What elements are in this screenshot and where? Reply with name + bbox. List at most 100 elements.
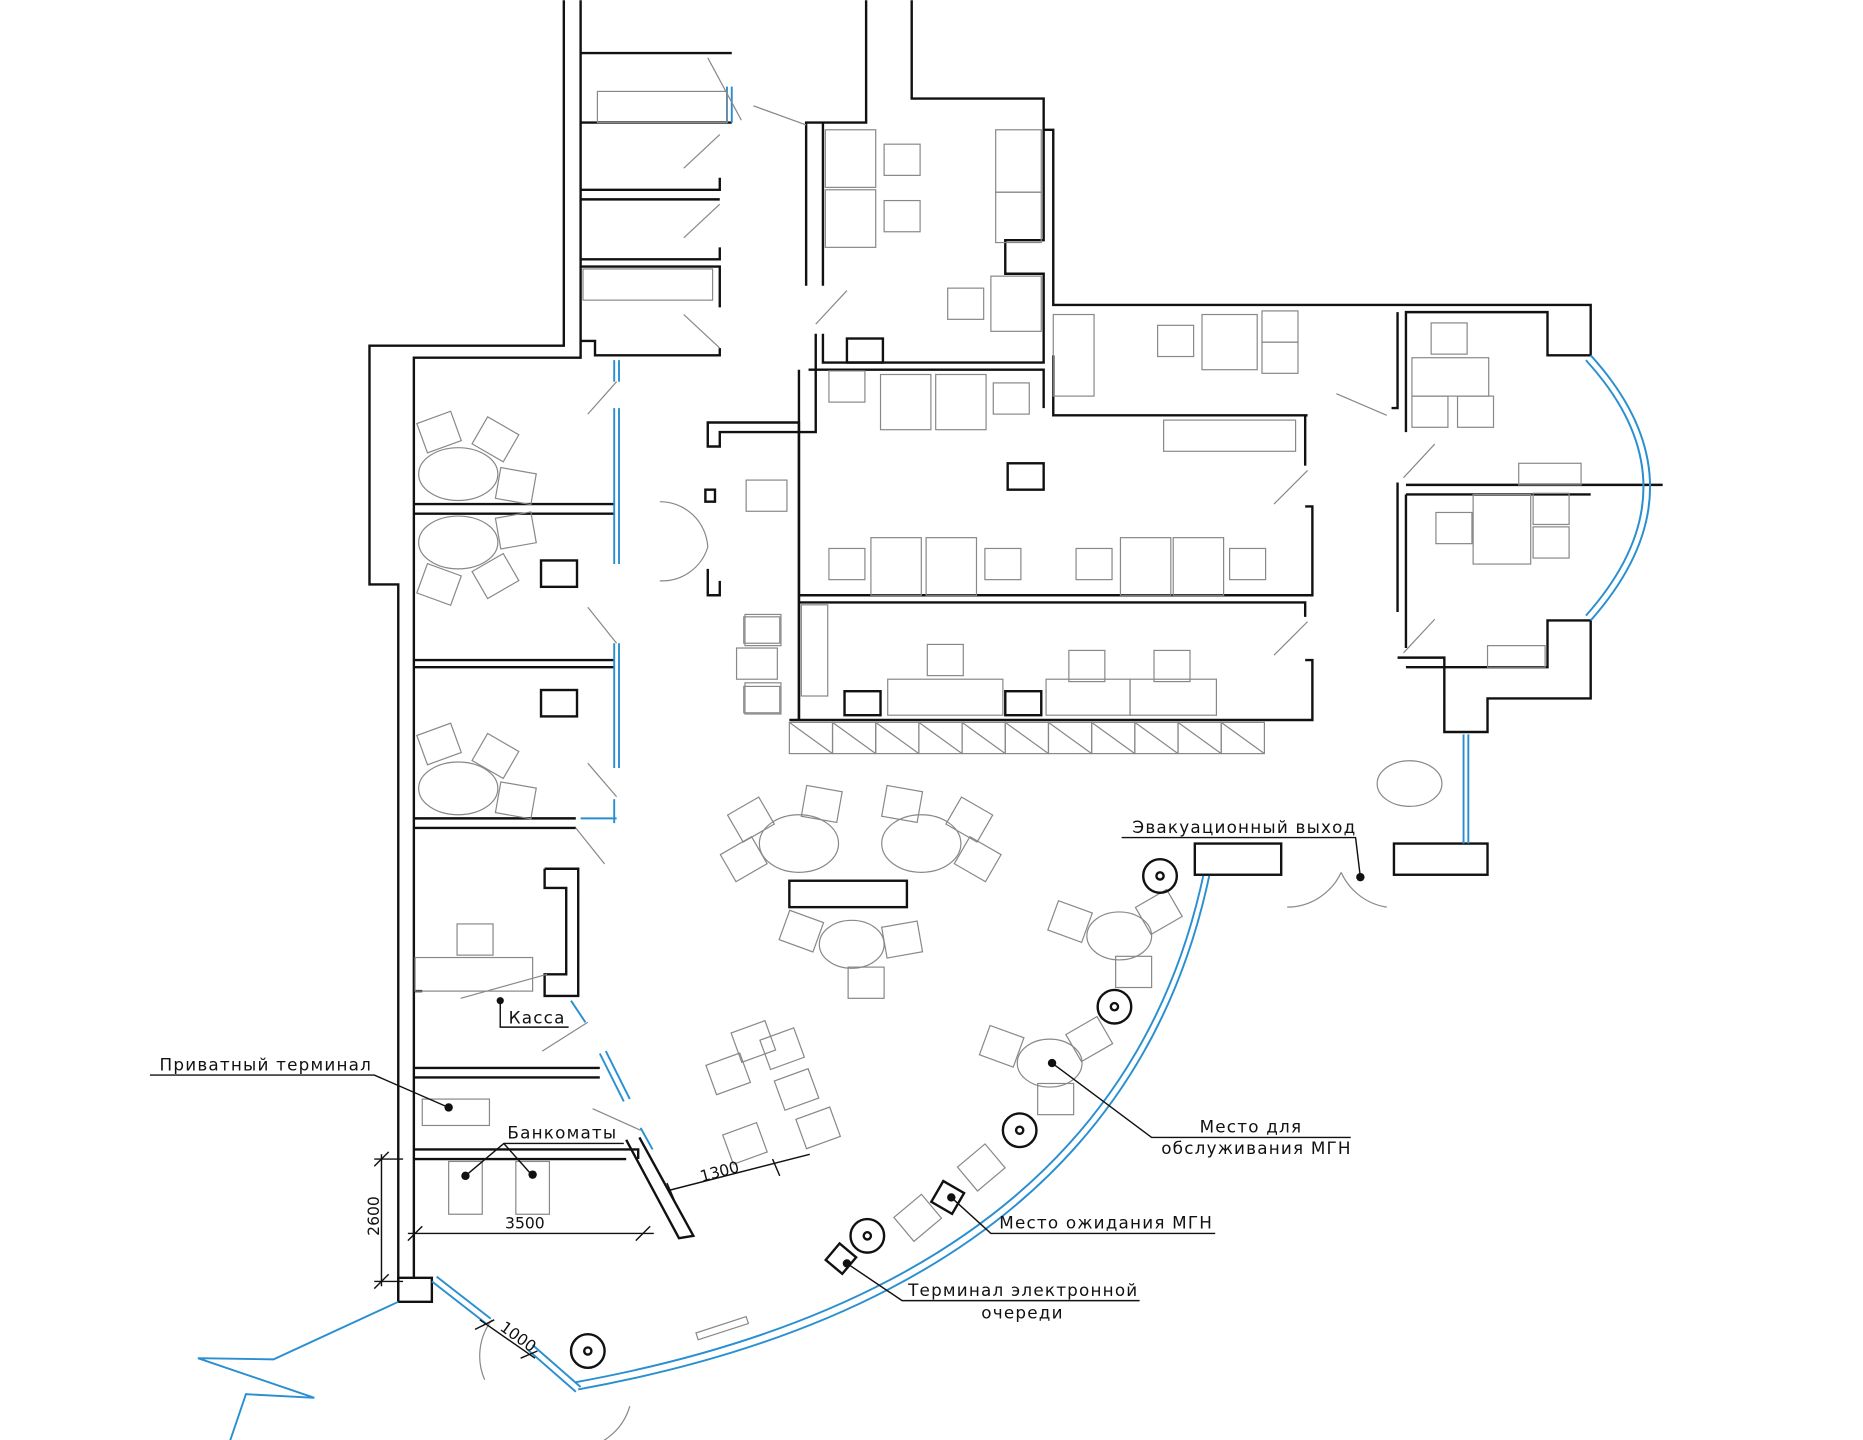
evacuation-door-swing — [1287, 872, 1387, 908]
chair — [1075, 547, 1113, 581]
chair — [744, 682, 782, 715]
round-table — [1016, 1038, 1083, 1088]
round-table — [418, 447, 499, 502]
chair — [773, 1067, 820, 1112]
counter-segment-diagonal — [788, 721, 833, 755]
chair — [992, 382, 1030, 415]
chair — [471, 552, 520, 600]
counter-segment-diagonal — [1048, 721, 1092, 755]
door-leaf — [592, 1108, 641, 1131]
bench — [695, 1315, 750, 1341]
chair — [883, 199, 921, 233]
door-leaf — [683, 314, 721, 349]
waiting-post-center — [583, 1346, 593, 1356]
door-leaf — [587, 762, 618, 798]
chair — [494, 781, 537, 820]
chair — [1065, 1015, 1114, 1063]
furniture-block — [1518, 462, 1582, 486]
furniture-block — [1119, 537, 1172, 596]
chair — [828, 547, 866, 581]
chair — [471, 415, 520, 463]
door-leaf — [753, 105, 807, 126]
waiting-post-center — [862, 1231, 873, 1241]
label-mgn-service-line1: Место для — [1200, 1117, 1303, 1137]
chair — [945, 796, 994, 843]
round-table — [418, 761, 499, 816]
chair — [494, 511, 537, 550]
round-table — [1086, 911, 1153, 961]
waiting-post — [1142, 857, 1179, 894]
furniture-block — [582, 268, 714, 301]
chair — [795, 1106, 842, 1150]
label-mgn-service-line2: обслуживания МГН — [1161, 1138, 1352, 1158]
round-table — [418, 515, 499, 570]
chair — [1532, 492, 1570, 526]
chair — [705, 1052, 752, 1096]
furniture-block — [745, 479, 788, 512]
waiting-post-center — [1109, 1001, 1120, 1012]
chair — [1411, 395, 1449, 428]
label-evacuation-exit: Эвакуационный выход — [1132, 817, 1356, 837]
door-leaf — [815, 290, 848, 325]
chair — [1134, 888, 1184, 936]
furniture-block — [735, 647, 778, 680]
furniture-block — [421, 1098, 491, 1127]
chair — [1153, 649, 1191, 683]
chair — [880, 784, 924, 824]
furniture-block — [824, 129, 877, 188]
door-leaf — [707, 57, 742, 121]
chair — [456, 923, 494, 956]
door-leaf — [541, 1021, 589, 1052]
chair — [1261, 310, 1299, 343]
chair — [1047, 899, 1094, 944]
door-leaf — [1336, 393, 1387, 416]
chair — [847, 966, 885, 999]
chair — [956, 1143, 1006, 1192]
chair — [719, 835, 768, 883]
furniture-block — [879, 373, 932, 431]
furniture-block — [1052, 313, 1095, 397]
chair — [778, 909, 825, 953]
round-table — [1376, 760, 1443, 807]
chair — [880, 920, 924, 959]
round-table — [758, 814, 840, 873]
label-queue-terminal-line1: Терминал электронной — [907, 1280, 1138, 1300]
chair — [730, 1019, 777, 1064]
counter-segment-diagonal — [1004, 721, 1049, 755]
furniture-block — [1472, 493, 1532, 565]
entrance-door-swing — [479, 1319, 631, 1440]
round-table — [818, 919, 885, 969]
chair — [744, 613, 782, 647]
chair — [984, 547, 1022, 581]
counter-segment-diagonal — [875, 721, 920, 755]
furniture-block — [800, 604, 829, 697]
door-leaf — [460, 973, 548, 999]
chair — [883, 143, 921, 176]
counter-segment-diagonal — [1220, 721, 1265, 755]
furniture-block — [743, 685, 781, 714]
counter-segment-diagonal — [918, 721, 963, 755]
annotations: Касса Приватный терминал Банкоматы Эваку… — [149, 817, 1365, 1323]
counter-segment-diagonal — [1177, 721, 1222, 755]
label-cashier: Касса — [509, 1008, 566, 1028]
waiting-post-center — [1155, 871, 1165, 881]
chair — [1115, 955, 1153, 989]
chair — [1261, 341, 1299, 374]
walls — [368, 0, 1663, 1304]
door-leaf — [1273, 621, 1309, 656]
furniture-block — [995, 129, 1042, 193]
dimension-3500: 3500 — [505, 1215, 545, 1233]
chair — [759, 1027, 806, 1071]
furniture-block — [990, 275, 1042, 332]
furniture-block — [995, 191, 1042, 244]
glass-walls — [197, 86, 1651, 1440]
chair — [926, 643, 964, 677]
furniture-block — [448, 1160, 483, 1215]
furniture-block — [925, 537, 978, 596]
chair — [1068, 649, 1106, 683]
chair — [1430, 322, 1468, 355]
dimension-1300: 1300 — [698, 1158, 741, 1186]
counter-segment — [1220, 721, 1265, 755]
chair — [1157, 324, 1195, 358]
